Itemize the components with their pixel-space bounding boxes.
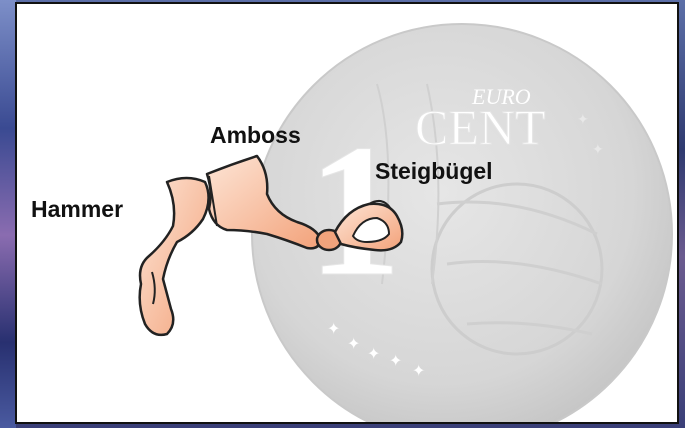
svg-text:✦: ✦	[389, 353, 402, 370]
hammer-bone	[140, 178, 209, 335]
coin-bottom-text: CENT	[415, 99, 546, 155]
label-hammer: Hammer	[31, 196, 123, 223]
svg-text:✦: ✦	[577, 111, 589, 127]
svg-text:✦: ✦	[347, 336, 360, 353]
svg-text:✦: ✦	[367, 346, 380, 363]
coin: ✦ ✦ ✦ ✦ ✦ ✦ ✦ 1 EURO CENT	[252, 24, 672, 422]
label-steigbuegel: Steigbügel	[375, 158, 493, 185]
label-amboss: Amboss	[210, 122, 301, 149]
svg-text:✦: ✦	[412, 363, 425, 380]
background-strip	[0, 0, 16, 428]
svg-text:✦: ✦	[327, 321, 340, 338]
diagram-panel: ✦ ✦ ✦ ✦ ✦ ✦ ✦ 1 EURO CENT Hammer Ambos	[15, 2, 679, 424]
svg-text:✦: ✦	[592, 141, 604, 157]
